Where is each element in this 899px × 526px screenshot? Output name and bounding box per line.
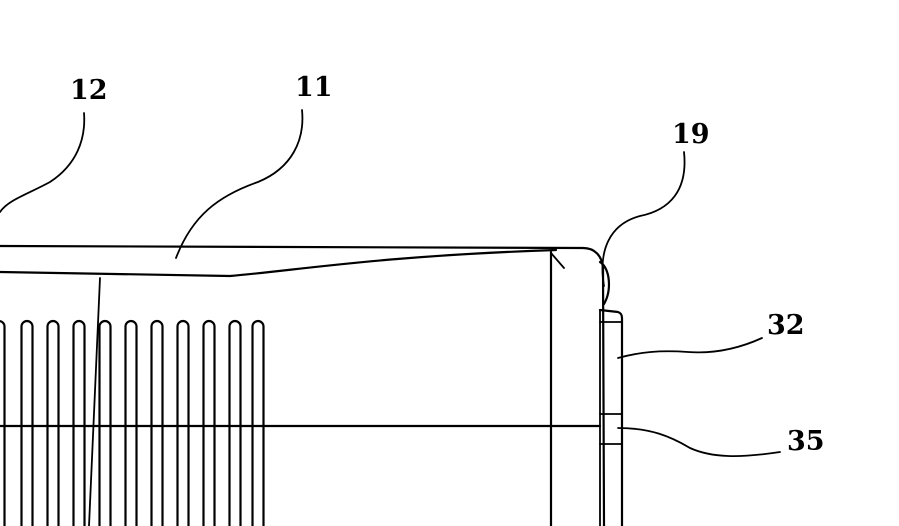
- bead-19: [598, 260, 610, 306]
- ref-label-11: 11: [295, 72, 333, 103]
- housing-tapered-line: [0, 248, 558, 278]
- coil-rib: [124, 319, 138, 526]
- coil-rib: [176, 319, 190, 526]
- coil-rib: [228, 319, 242, 526]
- housing-corner-tick: [550, 252, 565, 269]
- plate-step-35: [599, 413, 623, 445]
- coil-rib: [72, 319, 86, 526]
- plate-outline: [598, 308, 624, 526]
- leader-line-19: [601, 151, 686, 287]
- coil-rib: [20, 319, 34, 526]
- coil-rib: [251, 319, 265, 526]
- ref-label-35: 35: [787, 426, 825, 457]
- housing-body: [0, 244, 606, 526]
- coil-12: [0, 319, 265, 526]
- leader-line-11: [175, 109, 304, 259]
- coil-rib: [202, 319, 216, 526]
- leader-line-35: [617, 427, 781, 457]
- ref-label-12: 12: [70, 75, 108, 106]
- leader-line-32: [617, 337, 763, 359]
- coil-rib: [46, 319, 60, 526]
- housing-top-edge: [0, 244, 606, 526]
- coil-rib: [150, 319, 164, 526]
- coil-rib: [0, 320, 6, 526]
- ref-label-32: 32: [767, 310, 805, 341]
- plate-32: [598, 308, 624, 526]
- coil-rib: [98, 319, 112, 526]
- leader-line-12: [0, 112, 86, 213]
- shaft-line: [88, 277, 101, 526]
- ref-label-19: 19: [672, 119, 710, 150]
